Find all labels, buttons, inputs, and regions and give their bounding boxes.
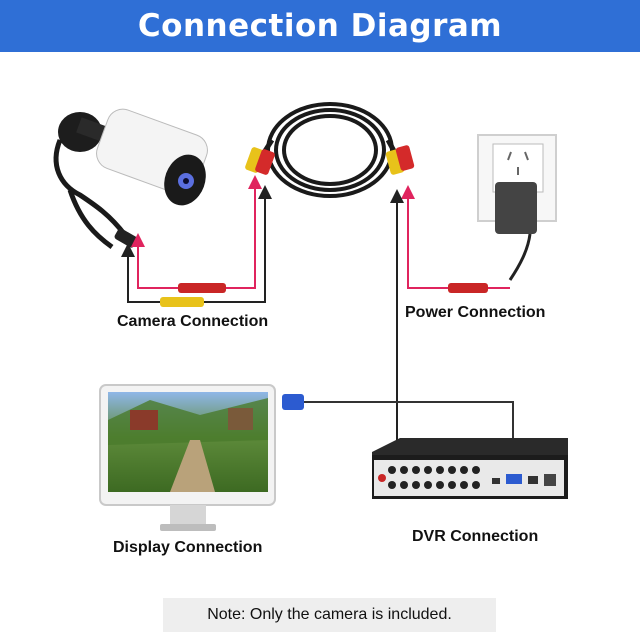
header-banner: Connection Diagram (0, 0, 640, 52)
bullet-camera-icon (53, 108, 208, 250)
dc-plug-icon (178, 283, 226, 293)
monitor-icon (99, 384, 276, 531)
bnc-power-cable-icon (245, 102, 415, 198)
note-box: Note: Only the camera is included. (163, 598, 496, 632)
page-title: Connection Diagram (137, 8, 503, 44)
vga-line (304, 401, 514, 447)
bnc-plug-icon (160, 297, 204, 307)
dc-plug-icon (448, 283, 488, 293)
note-text: Note: Only the camera is included. (207, 606, 452, 623)
camera-connection-label: Camera Connection (117, 313, 269, 330)
dvr-connection-label: DVR Connection (412, 528, 539, 545)
dvr-recorder-icon (372, 438, 568, 499)
power-adapter-icon (495, 182, 537, 281)
connection-diagram (53, 102, 568, 531)
display-connection-label: Display Connection (113, 539, 263, 556)
power-connection-label: Power Connection (405, 304, 546, 321)
